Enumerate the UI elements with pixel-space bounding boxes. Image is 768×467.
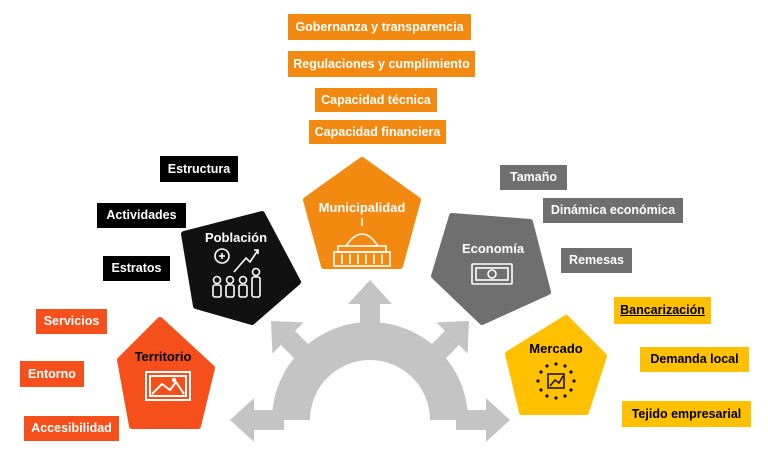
- gear-arc: [272, 322, 468, 420]
- territorio-item-entorno: Entorno: [20, 361, 84, 387]
- poblacion-item-actividades: Actividades: [97, 203, 186, 228]
- mercado-item-demanda-local: Demanda local: [640, 347, 749, 372]
- mercado-title: Mercado: [529, 341, 583, 356]
- territorio-item-servicios: Servicios: [36, 309, 107, 334]
- territorio-title: Territorio: [134, 349, 192, 364]
- arrow-right-icon: [456, 398, 510, 442]
- poblacion-title: Población: [204, 230, 268, 245]
- pentagon-economia: [431, 213, 551, 325]
- arrow-left-icon: [230, 398, 284, 442]
- landscape-image-icon: [145, 371, 191, 401]
- central-gear-arrows: [230, 280, 510, 442]
- economia-title: Economía: [461, 241, 525, 256]
- economia-item-tamano: Tamaño: [500, 165, 567, 190]
- banknote-icon: [471, 263, 513, 285]
- municipalidad-title: Municipalidad: [318, 200, 406, 215]
- economia-item-dinamica: Dinámica económica: [543, 198, 683, 223]
- territorio-item-accesibilidad: Accesibilidad: [24, 416, 119, 441]
- mercado-item-bancarizacion: Bancarización: [614, 297, 711, 324]
- municipalidad-item-gobernanza: Gobernanza y transparencia: [288, 14, 471, 40]
- poblacion-item-estratos: Estratos: [103, 256, 170, 281]
- arrow-upright-icon: [423, 321, 469, 367]
- economia-item-remesas: Remesas: [561, 248, 632, 273]
- municipalidad-item-capacidad-tecnica: Capacidad técnica: [315, 88, 437, 112]
- mercado-item-tejido-empresarial: Tejido empresarial: [622, 401, 751, 427]
- people-growth-icon: [212, 248, 261, 298]
- municipalidad-item-capacidad-financiera: Capacidad financiera: [309, 120, 446, 144]
- arrow-upleft-icon: [271, 321, 317, 367]
- municipalidad-item-regulaciones: Regulaciones y cumplimiento: [288, 51, 475, 77]
- market-trend-icon: [536, 362, 576, 400]
- poblacion-item-estructura: Estructura: [160, 156, 238, 182]
- government-building-icon: [333, 218, 391, 267]
- arrow-up-icon: [348, 280, 392, 334]
